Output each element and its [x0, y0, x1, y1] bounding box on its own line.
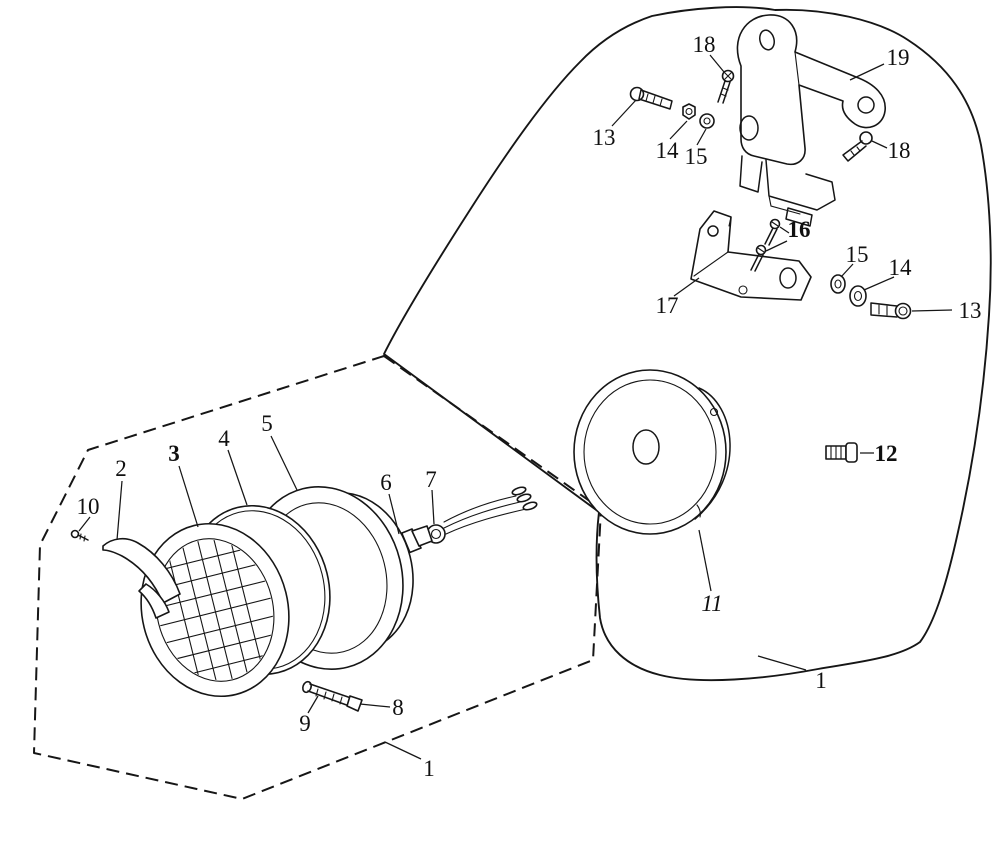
part-label-6: 6	[380, 470, 392, 495]
bolt-13a	[629, 86, 673, 110]
rim-clip-2	[102, 537, 181, 619]
leader-lines	[78, 54, 953, 760]
part-label-14b: 14	[889, 255, 913, 280]
part-label-15b: 15	[846, 242, 869, 267]
screw-16-upper	[764, 218, 781, 246]
right-assembly-outline	[383, 6, 992, 682]
bolt-13b	[870, 302, 912, 320]
part-label-1b: 1	[423, 756, 435, 781]
bracket17-hole-c	[738, 285, 748, 295]
part-labels: 18 19 13 14 15 18 16 15 14 17 13 12 11 1…	[77, 32, 982, 781]
bracket-body-hole	[739, 115, 759, 141]
bucket-side-hole	[709, 407, 719, 417]
part-label-8: 8	[392, 695, 404, 720]
part-label-18a: 18	[693, 32, 716, 57]
screw-16-lower	[750, 244, 767, 272]
headlight-bucket-11	[573, 369, 731, 535]
part-label-12: 12	[875, 441, 898, 466]
part-label-5: 5	[261, 411, 273, 436]
part-label-3: 3	[168, 441, 180, 466]
part-label-13a: 13	[593, 125, 616, 150]
left-assembly-dashed-outline	[33, 355, 602, 800]
part-label-1a: 1	[815, 668, 827, 693]
washer-15a	[699, 113, 715, 129]
part-label-7: 7	[425, 467, 437, 492]
mounting-bracket-19	[736, 14, 886, 227]
headlight-lens-3	[140, 522, 290, 698]
bucket-center-hole	[632, 429, 660, 465]
part-label-11: 11	[701, 591, 722, 616]
lens-flute-pattern	[142, 527, 288, 693]
bracket17-hole-b	[779, 267, 797, 289]
washer-15b	[830, 274, 846, 294]
part-label-15a: 15	[685, 144, 708, 169]
part-label-13b: 13	[959, 298, 982, 323]
part-label-2: 2	[115, 456, 127, 481]
part-label-17: 17	[656, 293, 679, 318]
part-label-14a: 14	[656, 138, 680, 163]
screw-18a	[717, 69, 735, 104]
bracket-17	[690, 210, 812, 301]
part-label-9: 9	[299, 711, 311, 736]
wiring-harness	[443, 486, 538, 535]
wire-terminal	[516, 493, 532, 503]
part-label-19: 19	[887, 45, 910, 70]
bolt-18b	[842, 131, 873, 162]
bracket-ear-hole	[759, 29, 775, 51]
screw-10	[70, 529, 89, 542]
part-label-18b: 18	[888, 138, 911, 163]
screw-9	[301, 680, 355, 708]
bracket-arm-hole	[857, 96, 875, 114]
washer-14b	[849, 285, 867, 307]
nut-14a	[682, 103, 696, 120]
part-label-16: 16	[788, 217, 811, 242]
wire-terminal	[511, 486, 527, 496]
clip-8	[346, 695, 363, 712]
bolt-12	[825, 442, 858, 463]
bracket17-hole-a	[707, 225, 719, 237]
wire-terminal	[522, 501, 538, 511]
part-label-10: 10	[77, 494, 100, 519]
part-label-4: 4	[218, 426, 230, 451]
